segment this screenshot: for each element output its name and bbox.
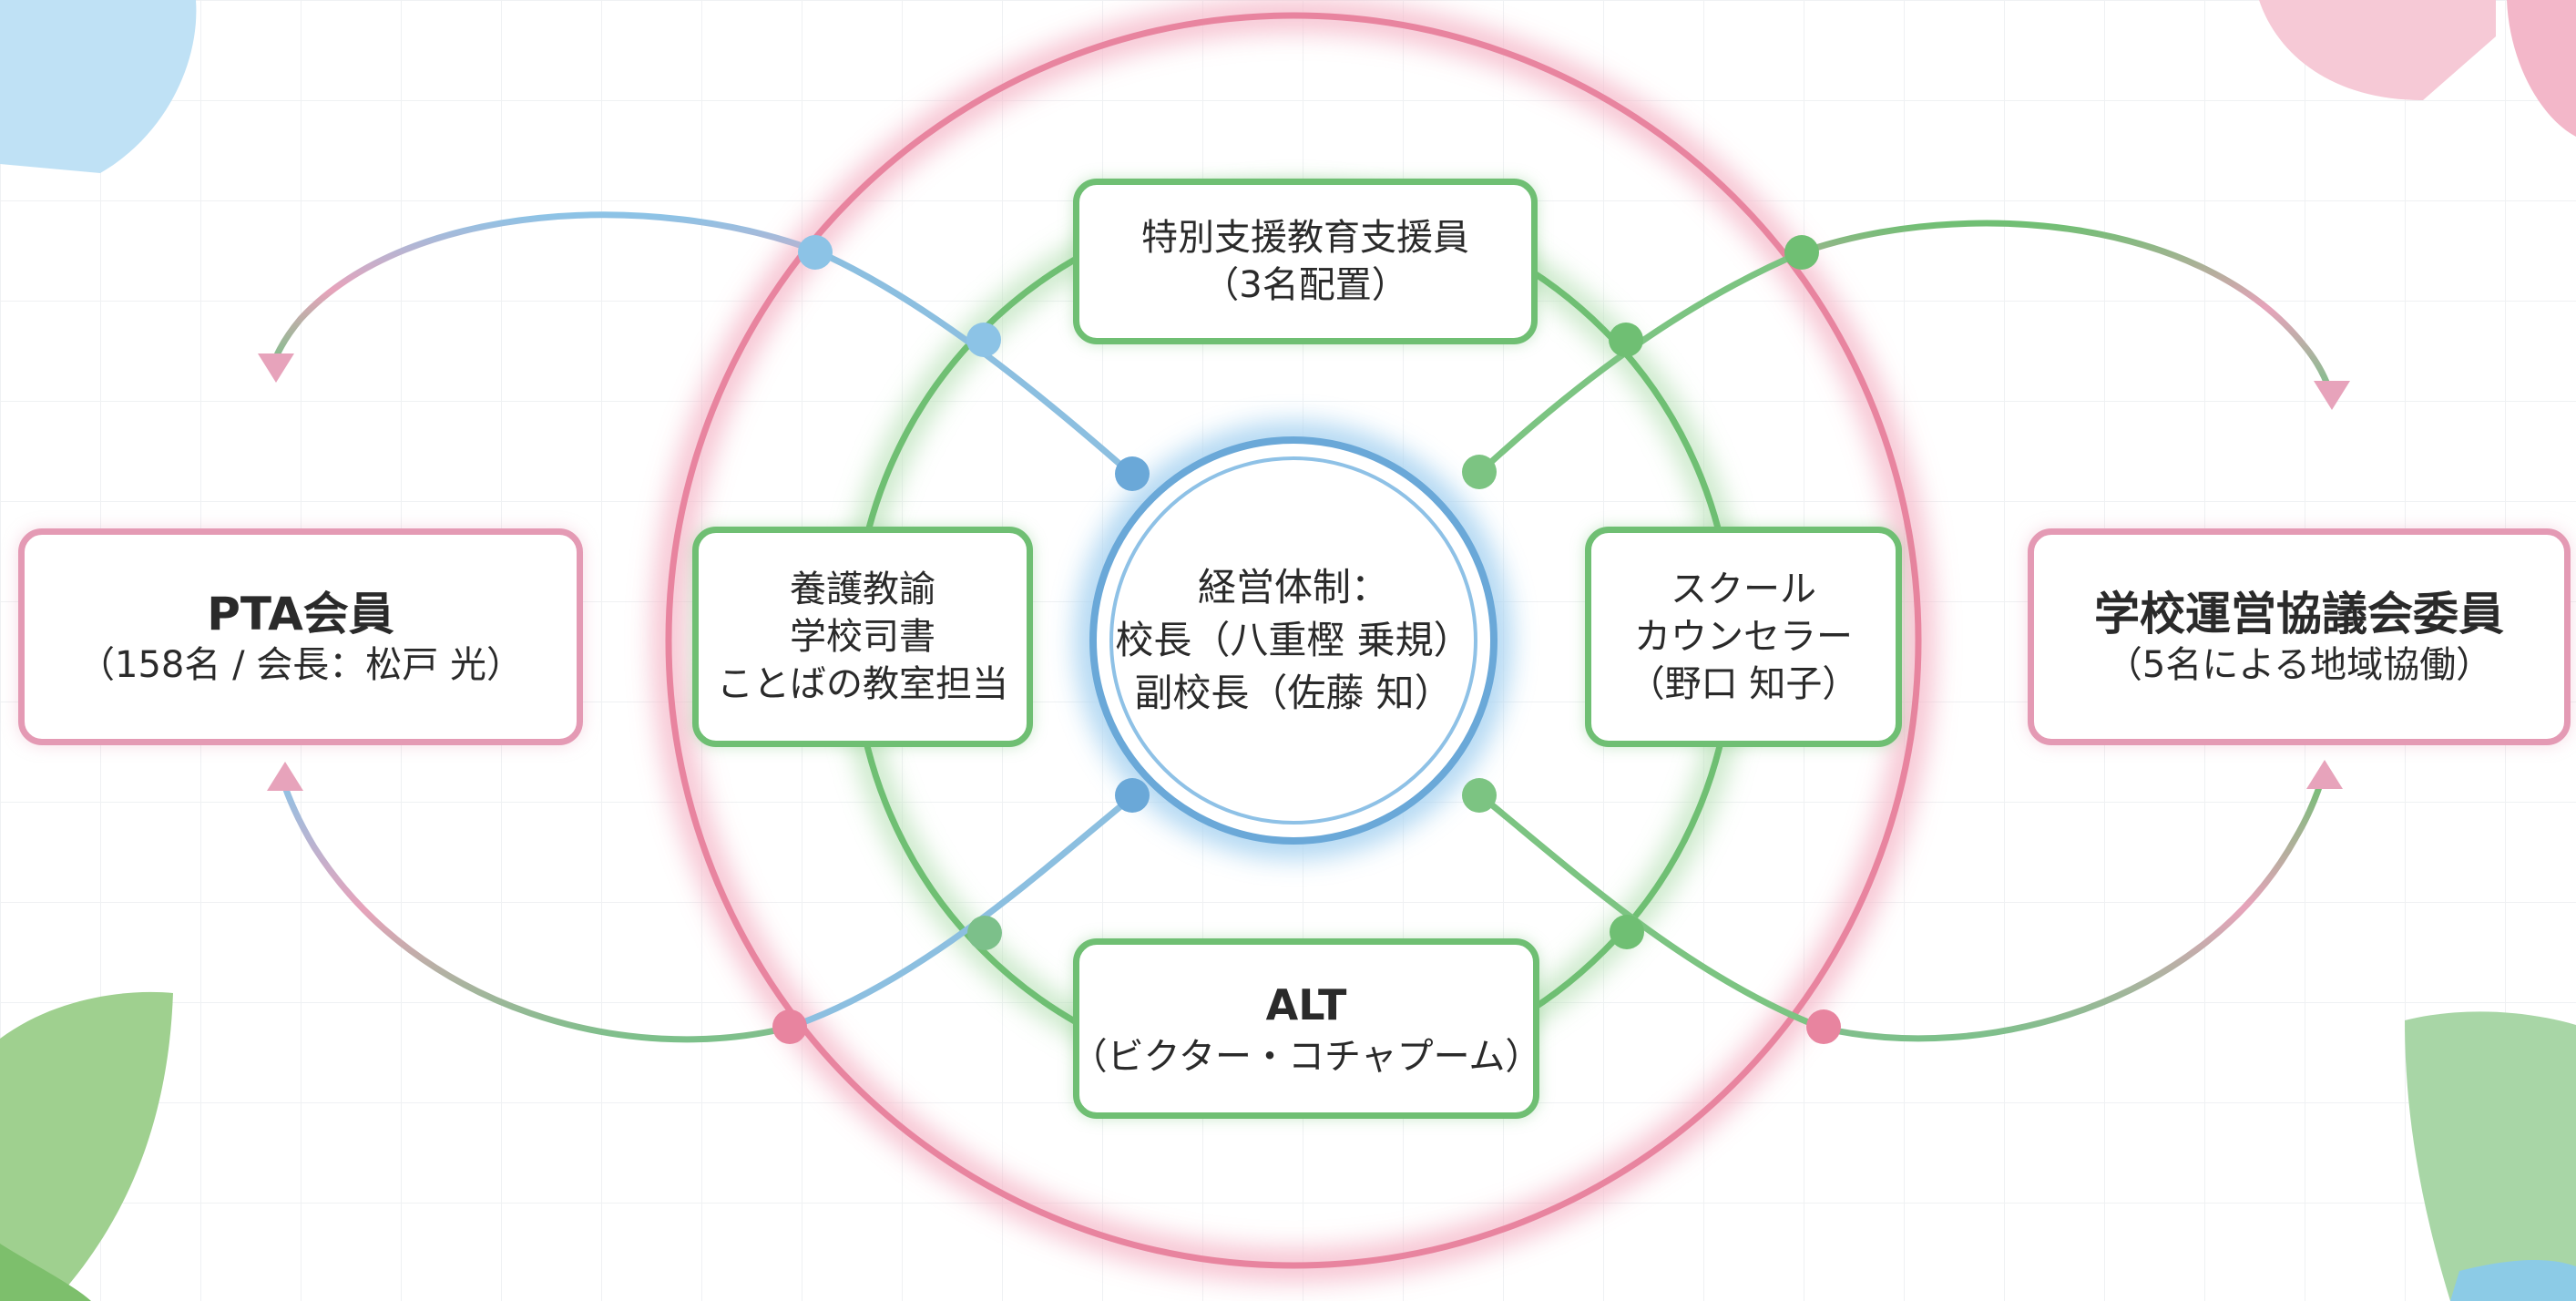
dot-middle-bottom-right — [1610, 915, 1644, 949]
counselor-line-2: カウンセラー — [1634, 616, 1853, 658]
dot-outer-top-left — [798, 235, 833, 270]
counselor-line-3: （野口 知子） — [1628, 663, 1859, 705]
dot-inner-bottom-right — [1462, 778, 1497, 813]
pta-node: PTA会員 （158名 / 会長：松戸 光） — [18, 528, 583, 745]
petal-bottom-left-2 — [0, 1244, 91, 1301]
center-management-label: 経営体制： 校長（八重樫 乗規） 副校長（佐藤 知） — [1102, 536, 1485, 745]
arrow-right-top — [2314, 381, 2350, 410]
dot-inner-top-left — [1115, 456, 1150, 491]
alt-line-1: ALT — [1265, 980, 1347, 1030]
dot-inner-top-right — [1462, 455, 1497, 489]
loop-left-bottom — [279, 777, 789, 1043]
petal-top-right — [2259, 0, 2496, 100]
alt-node: ALT （ビクター・コチャプーム） — [1070, 938, 1542, 1119]
loop-left-top — [270, 211, 817, 366]
dot-middle-bottom-left — [967, 916, 1002, 950]
nurse-librarian-node: 養護教諭 学校司書 ことばの教室担当 — [692, 527, 1033, 747]
nurse-line-3: ことばの教室担当 — [717, 663, 1008, 705]
arrow-left-bottom — [267, 762, 303, 791]
alt-line-2: （ビクター・コチャプーム） — [1070, 1036, 1542, 1078]
pta-subtitle: （158名 / 会長：松戸 光） — [78, 644, 523, 686]
support-line-1: 特別支援教育支援員 — [1141, 217, 1469, 259]
dot-inner-bottom-left — [1115, 778, 1150, 813]
connector-top-right — [1477, 249, 1804, 475]
council-node: 学校運営協議会委員 （5名による地域協働） — [2028, 528, 2571, 745]
counselor-line-1: スクール — [1671, 569, 1816, 610]
petal-top-left — [0, 0, 197, 173]
dot-outer-bottom-right — [1806, 1009, 1841, 1044]
petal-top-right-2 — [2507, 0, 2576, 137]
nurse-line-2: 学校司書 — [790, 616, 935, 658]
dot-outer-bottom-left — [772, 1009, 807, 1044]
council-subtitle: （5名による地域協働） — [2105, 644, 2493, 686]
center-line-2: 校長（八重樫 乗規） — [1115, 618, 1472, 662]
dot-outer-top-right — [1784, 235, 1819, 270]
petal-bottom-right — [2405, 1011, 2576, 1301]
support-line-2: （3名配置） — [1202, 264, 1408, 306]
inner-ring-inner — [1109, 456, 1477, 825]
support-staff-node: 特別支援教育支援員 （3名配置） — [1073, 179, 1538, 344]
center-line-3: 副校長（佐藤 知） — [1134, 671, 1453, 715]
arrow-left-top — [258, 353, 294, 383]
center-line-1: 経営体制： — [1197, 565, 1389, 610]
counselor-node: スクール カウンセラー （野口 知子） — [1585, 527, 1902, 747]
loop-right-top — [1800, 220, 2334, 394]
pta-title: PTA会員 — [207, 588, 394, 640]
outer-ring — [665, 12, 1922, 1269]
council-title: 学校運営協議会委員 — [2094, 588, 2504, 640]
dot-middle-top-left — [966, 323, 1001, 357]
dot-middle-top-right — [1609, 323, 1643, 357]
inner-ring — [1089, 436, 1498, 845]
loop-right-bottom — [1821, 774, 2326, 1042]
nurse-line-1: 養護教諭 — [790, 569, 935, 610]
petal-bottom-left — [0, 991, 173, 1301]
arrow-right-bottom — [2306, 760, 2343, 789]
petal-bottom-right-2 — [2450, 1260, 2576, 1301]
